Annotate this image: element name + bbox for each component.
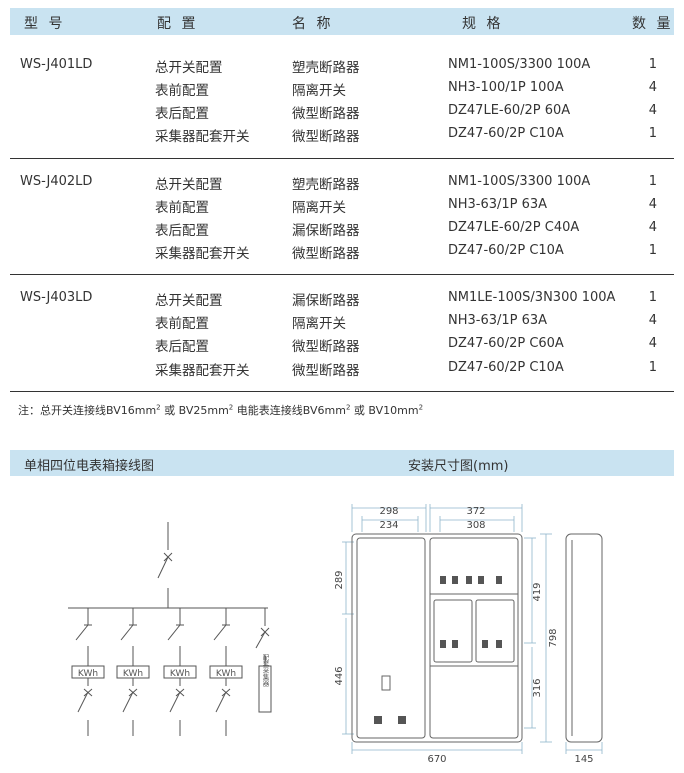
- kwh-label: KWh: [170, 669, 190, 679]
- model-cell: WS-J401LD: [20, 57, 93, 72]
- spec-cell: DZ47-60/2P C60A: [448, 336, 564, 351]
- kwh-label: KWh: [78, 669, 98, 679]
- spec-cell: DZ47-60/2P C10A: [448, 126, 564, 141]
- enclosure-side: [565, 533, 603, 743]
- qty-cell: 4: [648, 220, 657, 235]
- col-header-config: 配 置: [157, 16, 199, 32]
- name-cell: 微型断路器: [292, 246, 360, 262]
- dimensions-title: 安装尺寸图(mm): [408, 459, 509, 474]
- spec-cell: NM1-100S/3300 100A: [448, 57, 591, 72]
- col-header-name: 名 称: [292, 16, 334, 32]
- name-cell: 塑壳断路器: [292, 177, 360, 193]
- name-cell: 隔离开关: [292, 200, 346, 216]
- dim-label: 316: [532, 678, 543, 697]
- spec-cell: NM1-100S/3300 100A: [448, 174, 591, 189]
- config-cell: 采集器配套开关: [155, 246, 250, 262]
- right-door: [429, 537, 519, 739]
- dim-label: 289: [334, 570, 345, 589]
- wire-note: 注：总开关连接线BV16mm2 或 BV25mm2 电能表连接线BV6mm2 或…: [18, 403, 424, 417]
- group-divider: [10, 158, 674, 159]
- qty-cell: 1: [648, 290, 657, 305]
- dim-label: 234: [379, 520, 398, 531]
- dimension-drawing: 298 234 372 308 289 446 419 316 798 670 …: [334, 504, 603, 765]
- config-cell: 表前配置: [155, 200, 209, 216]
- qty-cell: 1: [648, 174, 657, 189]
- branch: [75, 608, 93, 736]
- enclosure-front: [351, 533, 523, 743]
- dim-label: 308: [466, 520, 485, 531]
- qty-cell: 1: [648, 126, 657, 141]
- meter-windows: [374, 576, 502, 724]
- name-cell: 微型断路器: [292, 106, 360, 122]
- spec-cell: NM1LE-100S/3N300 100A: [448, 290, 616, 305]
- dim-label: 670: [427, 754, 446, 765]
- qty-cell: 4: [648, 197, 657, 212]
- left-door: [356, 537, 426, 739]
- collector-box: [258, 665, 272, 713]
- spec-cell: NH3-63/1P 63A: [448, 313, 548, 328]
- name-cell: 隔离开关: [292, 316, 346, 332]
- dim-label: 145: [574, 754, 593, 765]
- name-cell: 漏保断路器: [292, 293, 360, 309]
- config-cell: 采集器配套开关: [155, 129, 250, 145]
- name-cell: 微型断路器: [292, 129, 360, 145]
- qty-cell: 4: [648, 336, 657, 351]
- col-header-spec: 规 格: [462, 16, 504, 32]
- name-cell: 塑壳断路器: [292, 60, 360, 76]
- name-cell: 漏保断路器: [292, 223, 360, 239]
- collector-branch: [255, 608, 270, 666]
- branch: [167, 608, 185, 736]
- section-header: 单相四位电表箱接线图 安装尺寸图(mm): [10, 450, 674, 476]
- config-cell: 表后配置: [155, 106, 209, 122]
- qty-cell: 4: [648, 80, 657, 95]
- qty-cell: 4: [648, 103, 657, 118]
- spec-cell: NH3-63/1P 63A: [448, 197, 548, 212]
- config-cell: 表前配置: [155, 316, 209, 332]
- spec-cell: DZ47LE-60/2P C40A: [448, 220, 580, 235]
- name-cell: 微型断路器: [292, 339, 360, 355]
- col-header-qty: 数 量: [632, 16, 674, 32]
- config-cell: 总开关配置: [155, 60, 223, 76]
- spec-cell: DZ47-60/2P C10A: [448, 360, 564, 375]
- table-header: 型 号 配 置 名 称 规 格 数 量: [10, 8, 674, 35]
- dim-label: 419: [532, 582, 543, 601]
- wiring-diagram: KWh KWh KWh KWh 配套采集器: [68, 522, 272, 736]
- dim-label: 798: [548, 628, 559, 647]
- kwh-meter: [71, 665, 105, 679]
- table-bottom-rule: [10, 391, 674, 392]
- spec-cell: DZ47LE-60/2P 60A: [448, 103, 571, 118]
- qty-cell: 1: [648, 360, 657, 375]
- kwh-label: KWh: [123, 669, 143, 679]
- branch: [213, 608, 231, 736]
- model-cell: WS-J403LD: [20, 290, 93, 305]
- config-cell: 采集器配套开关: [155, 363, 250, 379]
- config-cell: 总开关配置: [155, 177, 223, 193]
- kwh-label: KWh: [216, 669, 236, 679]
- model-cell: WS-J402LD: [20, 174, 93, 189]
- spec-cell: NH3-100/1P 100A: [448, 80, 564, 95]
- kwh-meter: [209, 665, 243, 679]
- dim-label: 446: [334, 666, 345, 685]
- qty-cell: 4: [648, 313, 657, 328]
- wiring-diagram-title: 单相四位电表箱接线图: [24, 459, 155, 474]
- name-cell: 微型断路器: [292, 363, 360, 379]
- col-header-model: 型 号: [24, 16, 66, 32]
- kwh-meter: [163, 665, 197, 679]
- config-cell: 表前配置: [155, 83, 209, 99]
- config-cell: 总开关配置: [155, 293, 223, 309]
- branch: [120, 608, 138, 736]
- group-divider: [10, 274, 674, 275]
- spec-cell: DZ47-60/2P C10A: [448, 243, 564, 258]
- config-cell: 表后配置: [155, 339, 209, 355]
- kwh-meter: [116, 665, 150, 679]
- config-cell: 表后配置: [155, 223, 209, 239]
- dim-label: 298: [379, 506, 398, 517]
- qty-cell: 1: [648, 57, 657, 72]
- dim-label: 372: [466, 506, 485, 517]
- name-cell: 隔离开关: [292, 83, 346, 99]
- qty-cell: 1: [648, 243, 657, 258]
- collector-label: 配套采集器: [261, 653, 269, 687]
